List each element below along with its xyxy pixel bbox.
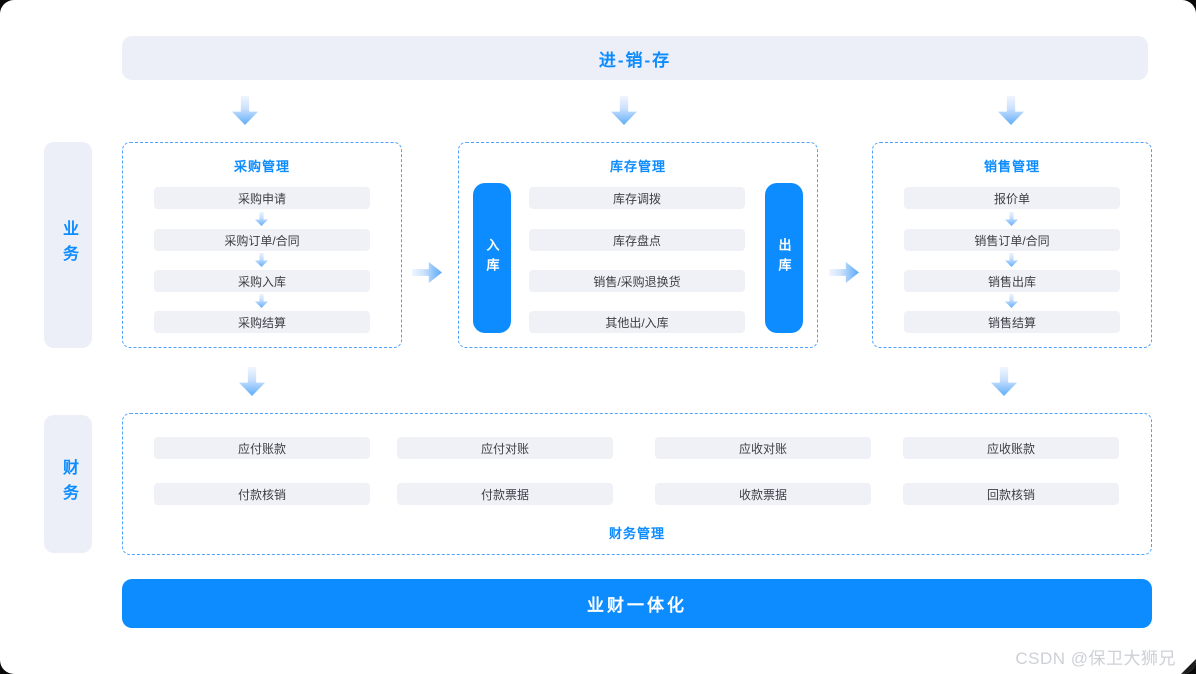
finance-module-title: 财务管理	[608, 526, 665, 541]
step-down-arrow-icon	[1005, 253, 1018, 267]
finance-item: 回款核销	[903, 483, 1119, 505]
flow-down-arrow-icon	[239, 367, 265, 396]
sales-module: 销售管理 报价单 销售订单/合同 销售出库 销售结算	[872, 142, 1152, 348]
finance-label-text: 财务	[60, 459, 77, 509]
outbound-pill: 出库	[765, 183, 803, 333]
sales-step: 销售订单/合同	[904, 229, 1120, 251]
business-label-text: 业务	[60, 220, 77, 270]
top-banner: 进-销-存	[122, 36, 1148, 80]
inventory-module: 库存管理 入库 库存调拨 库存盘点 销售/采购退换货 其他出/入库 出库	[458, 142, 818, 348]
step-down-arrow-icon	[1005, 212, 1018, 226]
finance-module: 应付账款 应付对账 应收对账 应收账款 付款核销 付款票据 收款票据 回款核销 …	[122, 413, 1152, 555]
flow-down-arrow-icon	[611, 96, 637, 125]
flow-right-arrow-icon	[412, 262, 442, 283]
inventory-step: 库存盘点	[529, 229, 745, 251]
flow-down-arrow-icon	[991, 367, 1017, 396]
sidebar-business-label: 业务	[44, 142, 92, 348]
purchase-step: 采购订单/合同	[154, 229, 370, 251]
finance-item: 应付对账	[397, 437, 613, 459]
watermark: CSDN @保卫大狮兄	[1015, 649, 1176, 668]
purchase-step: 采购结算	[154, 311, 370, 333]
inventory-step: 其他出/入库	[529, 311, 745, 333]
step-down-arrow-icon	[255, 253, 268, 267]
flow-down-arrow-icon	[998, 96, 1024, 125]
outbound-label-text: 出库	[776, 238, 792, 278]
finance-item: 应收账款	[903, 437, 1119, 459]
finance-item: 应付账款	[154, 437, 370, 459]
inbound-pill: 入库	[473, 183, 511, 333]
finance-item: 应收对账	[655, 437, 871, 459]
finance-item: 付款票据	[397, 483, 613, 505]
purchase-module-title: 采购管理	[233, 159, 290, 174]
bottom-banner: 业财一体化	[122, 579, 1152, 628]
step-down-arrow-icon	[255, 294, 268, 308]
flow-down-arrow-icon	[232, 96, 258, 125]
purchase-module: 采购管理 采购申请 采购订单/合同 采购入库 采购结算	[122, 142, 402, 348]
bottom-banner-label: 业财一体化	[587, 596, 687, 615]
flow-right-arrow-icon	[829, 262, 859, 283]
inventory-step: 销售/采购退换货	[529, 270, 745, 292]
sales-step: 销售结算	[904, 311, 1120, 333]
sidebar-finance-label: 财务	[44, 415, 92, 553]
step-down-arrow-icon	[255, 212, 268, 226]
inbound-label-text: 入库	[484, 238, 500, 278]
inventory-step: 库存调拨	[529, 187, 745, 209]
inventory-module-title: 库存管理	[609, 159, 666, 174]
purchase-step: 采购入库	[154, 270, 370, 292]
top-banner-label: 进-销-存	[598, 50, 672, 70]
sales-module-title: 销售管理	[983, 159, 1040, 174]
purchase-step: 采购申请	[154, 187, 370, 209]
sales-step: 销售出库	[904, 270, 1120, 292]
corner-triangle-icon	[1181, 659, 1196, 674]
sales-step: 报价单	[904, 187, 1120, 209]
step-down-arrow-icon	[1005, 294, 1018, 308]
finance-item: 收款票据	[655, 483, 871, 505]
finance-item: 付款核销	[154, 483, 370, 505]
